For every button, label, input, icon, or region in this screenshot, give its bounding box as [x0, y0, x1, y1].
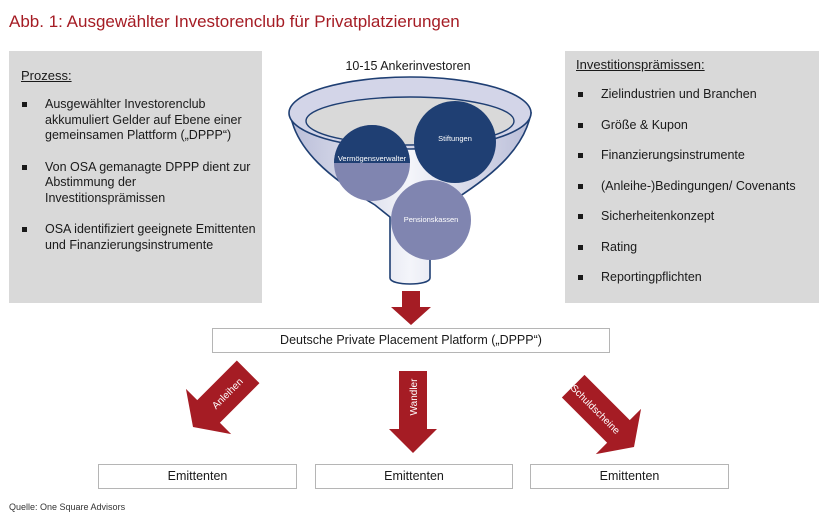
list-item: Finanzierungsinstrumente	[576, 148, 816, 164]
premise-item-text: Reportingpflichten	[601, 270, 702, 284]
investor-circle-vermoegensverwalter-top	[334, 125, 410, 163]
premise-item-text: Rating	[601, 239, 638, 254]
premise-item-text: (Anleihe-)Bedingungen/ Covenants	[601, 178, 796, 193]
process-list: Ausgewählter Investorenclub akkumuliert …	[20, 97, 258, 269]
investor-label: Vermögensverwalter	[338, 154, 407, 163]
process-item-text: Von OSA gemanagte DPPP dient zur Abstimm…	[45, 159, 251, 205]
source-note: Quelle: One Square Advisors	[9, 502, 126, 512]
bullet-icon	[22, 102, 27, 107]
process-heading: Prozess:	[21, 68, 72, 83]
channel-label: Wandler	[409, 378, 420, 416]
investor-circle-stiftungen	[414, 101, 496, 183]
list-item: Größe & Kupon	[576, 118, 816, 134]
process-item-text: OSA identifiziert geeignete Emittenten u…	[45, 222, 256, 252]
channel-arrow-right: Schuldscheine	[561, 374, 642, 455]
bullet-icon	[578, 92, 583, 97]
issuer-box: Emittenten	[98, 464, 297, 489]
investor-label: Pensionskassen	[404, 215, 459, 224]
premises-panel: Investitionsprämissen: Zielindustrien un…	[565, 51, 819, 303]
list-item: Rating	[576, 240, 816, 256]
bullet-icon	[578, 122, 583, 128]
bullet-icon	[578, 153, 583, 158]
bullet-icon	[578, 183, 583, 189]
list-item: Sicherheitenkonzept	[576, 209, 816, 225]
premises-list: Zielindustrien und Branchen Größe & Kupo…	[576, 87, 816, 301]
list-item: (Anleihe-)Bedingungen/ Covenants	[576, 179, 816, 195]
bullet-icon	[578, 214, 583, 219]
channel-arrow-middle: Wandler	[389, 371, 437, 453]
figure-title: Abb. 1: Ausgewählter Investorenclub für …	[9, 12, 460, 31]
investor-circle-pensionskassen	[391, 180, 471, 260]
investor-label: Stiftungen	[438, 134, 472, 143]
issuer-box: Emittenten	[530, 464, 729, 489]
arrow-right-icon	[561, 374, 642, 455]
platform-box: Deutsche Private Placement Platform („DP…	[212, 328, 610, 353]
funnel-caption: 10-15 Ankerinvestoren	[345, 59, 471, 73]
process-panel: Prozess: Ausgewählter Investorenclub akk…	[9, 51, 262, 303]
bullet-icon	[578, 244, 583, 250]
arrow-down-icon	[389, 371, 437, 453]
premise-item-text: Größe & Kupon	[601, 117, 688, 132]
arrow-left-icon	[185, 360, 260, 435]
bullet-icon	[22, 164, 27, 170]
premises-heading: Investitionsprämissen:	[576, 57, 705, 72]
list-item: OSA identifiziert geeignete Emittenten u…	[20, 222, 258, 253]
list-item: Ausgewählter Investorenclub akkumuliert …	[20, 97, 258, 144]
channel-arrow-left: Anleihen	[185, 360, 260, 435]
list-item: Reportingpflichten	[576, 270, 816, 286]
list-item: Von OSA gemanagte DPPP dient zur Abstimm…	[20, 160, 258, 207]
bullet-icon	[22, 227, 27, 232]
premise-item-text: Zielindustrien und Branchen	[601, 87, 757, 101]
process-item-text: Ausgewählter Investorenclub akkumuliert …	[45, 97, 242, 142]
issuer-box: Emittenten	[315, 464, 513, 489]
list-item: Zielindustrien und Branchen	[576, 87, 816, 103]
bullet-icon	[578, 275, 583, 280]
down-arrow-icon	[391, 291, 431, 325]
premise-item-text: Finanzierungsinstrumente	[601, 148, 745, 162]
premise-item-text: Sicherheitenkonzept	[601, 209, 715, 223]
